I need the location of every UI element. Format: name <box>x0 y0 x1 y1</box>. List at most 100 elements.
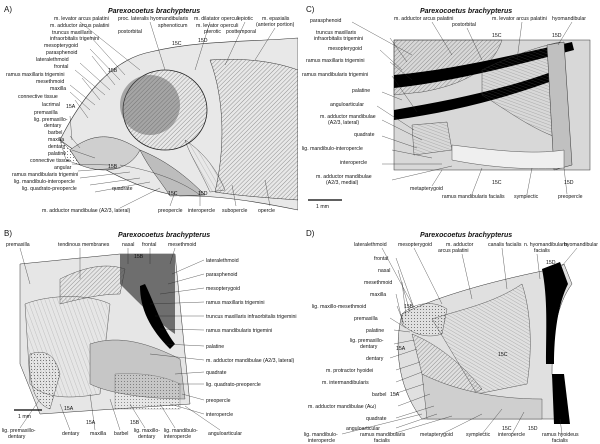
label: dentary <box>360 344 378 350</box>
label: anguloarticular <box>208 431 242 437</box>
panel-title: Parexocoetus brachypterus <box>420 232 512 239</box>
panel-b-drawing: B) Parexocoetus brachypterus premaxilla … <box>2 229 297 440</box>
label: m. intermandibularis <box>322 380 369 386</box>
label: m. levator arcus palatini <box>492 16 547 22</box>
label: palatine <box>48 151 66 157</box>
label: barbel <box>48 130 62 136</box>
label: nasal <box>378 268 390 274</box>
section-mark: 15A <box>64 406 74 412</box>
scale-bar: 1 mm <box>308 199 342 210</box>
label: truncus maxillaris <box>316 30 356 36</box>
section-mark: 15D <box>546 260 556 266</box>
label: palatine <box>366 328 384 334</box>
bottom-labels: lig. premaxillo- dentary dentary maxilla… <box>2 428 242 440</box>
label: ramus mandibularis trigemini <box>12 172 78 178</box>
label: quadrate <box>354 132 375 138</box>
section-mark: 15D <box>552 33 562 39</box>
label: quadrate <box>366 416 387 422</box>
label: facialis <box>534 248 550 254</box>
label: preopercle <box>158 208 183 214</box>
section-mark: 15D <box>198 38 208 44</box>
label: canalis facialis <box>488 242 522 248</box>
right-labels: lateralethmoid parasphenoid mesopterygoi… <box>206 258 297 418</box>
label: lig. mandibulo-interopercle <box>302 146 363 152</box>
label: m. adductor mandibulae (Aω) <box>308 404 376 410</box>
section-mark: 15C <box>172 41 182 47</box>
panel-letter: C) <box>306 5 315 14</box>
label: sphenoticum <box>158 23 187 29</box>
panel-title: Parexocoetus brachypterus <box>420 8 512 15</box>
label: palatine <box>206 344 224 350</box>
label: parasphenoid <box>206 272 238 278</box>
label: connective tissue <box>18 94 58 100</box>
label: palatine <box>352 88 370 94</box>
label: m. adductor arcus palatini <box>50 23 109 29</box>
label: symplectic <box>514 194 539 200</box>
label: postorbital <box>118 29 142 35</box>
label: nasal <box>122 242 134 248</box>
label: (A2/3, medial) <box>326 180 359 186</box>
label: premaxilla <box>354 316 378 322</box>
label: truncus maxillaris infraorbitalis trigem… <box>206 314 297 320</box>
label: n. hyomandibularis <box>524 242 568 248</box>
section-mark: 15B <box>130 420 140 426</box>
section-mark: 15D <box>198 191 208 197</box>
label: quadrate <box>206 370 227 376</box>
label: mesopterygoid <box>398 242 432 248</box>
label: angular <box>54 165 72 171</box>
section-mark: 15C <box>492 180 502 186</box>
label: (anterior portion) <box>256 22 295 28</box>
section-marks: 15B 15A 15A 15B <box>64 254 144 426</box>
top-labels: parasphenoid m. adductor arcus palatini … <box>310 16 586 28</box>
label: dentary <box>48 144 66 150</box>
label: interopercle <box>340 160 367 166</box>
panel-title: Parexocoetus brachypterus <box>108 8 200 15</box>
panel-letter: B) <box>4 229 12 238</box>
panel-a: A) Parexocoetus brachypterus m. levator … <box>0 0 298 220</box>
label: symplectic <box>466 432 491 438</box>
label: barbel <box>114 431 128 437</box>
bottom-labels: preopercle interopercle subopercle operc… <box>158 208 275 214</box>
section-marks: 15B 15A 15A 15C 15D 15C 15D <box>390 260 556 432</box>
section-mark: 15A <box>66 104 76 110</box>
label: maxilla <box>90 431 106 437</box>
label: lacrimal <box>42 102 60 108</box>
panel-d: D) Parexocoetus brachypterus lateralethm… <box>302 224 600 444</box>
label: frontal <box>54 64 68 70</box>
panel-title: Parexocoetus brachypterus <box>118 232 210 239</box>
panel-letter: A) <box>4 5 12 14</box>
label: dentary <box>8 434 26 440</box>
label: lig. mandibulo- <box>164 428 198 434</box>
label: metapterygoid <box>420 432 453 438</box>
section-mark: 15C <box>498 352 508 358</box>
label: interopercle <box>164 434 191 440</box>
label: preopercle <box>206 398 231 404</box>
label: interopercle <box>206 412 233 418</box>
label: m. adductor mandibulae <box>316 174 372 180</box>
label: frontal <box>374 256 388 262</box>
left-labels: mesopterygoid parasphenoid lateralethmoi… <box>6 43 133 214</box>
section-mark: 15C <box>492 33 502 39</box>
section-mark: 15B <box>404 304 414 310</box>
label: m. adductor mandibulae (A2/3, lateral) <box>42 208 131 214</box>
label: ramus mandibularis trigemini <box>206 328 272 334</box>
label: epiotic <box>238 16 253 22</box>
leader-lines <box>19 247 221 431</box>
bottom-labels: metapterygoid ramus mandibularis faciali… <box>410 186 583 200</box>
section-mark: 15D <box>564 180 574 186</box>
label: premaxilla <box>34 110 58 116</box>
label: m. adductor <box>446 242 474 248</box>
jaw-view <box>19 253 191 415</box>
label: lateralethmoid <box>36 57 69 63</box>
section-marks: 15C 15D 15B 15A 15B 15C 15D <box>66 38 208 197</box>
label: infraorbitalis trigemini <box>50 36 99 42</box>
label: facialis <box>374 438 390 444</box>
label: premaxilla <box>6 242 30 248</box>
label: ramus maxillaris trigemini <box>306 58 365 64</box>
label: hyomandibular <box>552 16 586 22</box>
dissection-view <box>393 39 591 171</box>
top-labels: premaxilla tendinous membranes nasal fro… <box>6 242 196 248</box>
label: lig. maxillo-mesethmoid <box>312 304 366 310</box>
label: mesopterygoid <box>44 43 78 49</box>
label: frontal <box>142 242 156 248</box>
